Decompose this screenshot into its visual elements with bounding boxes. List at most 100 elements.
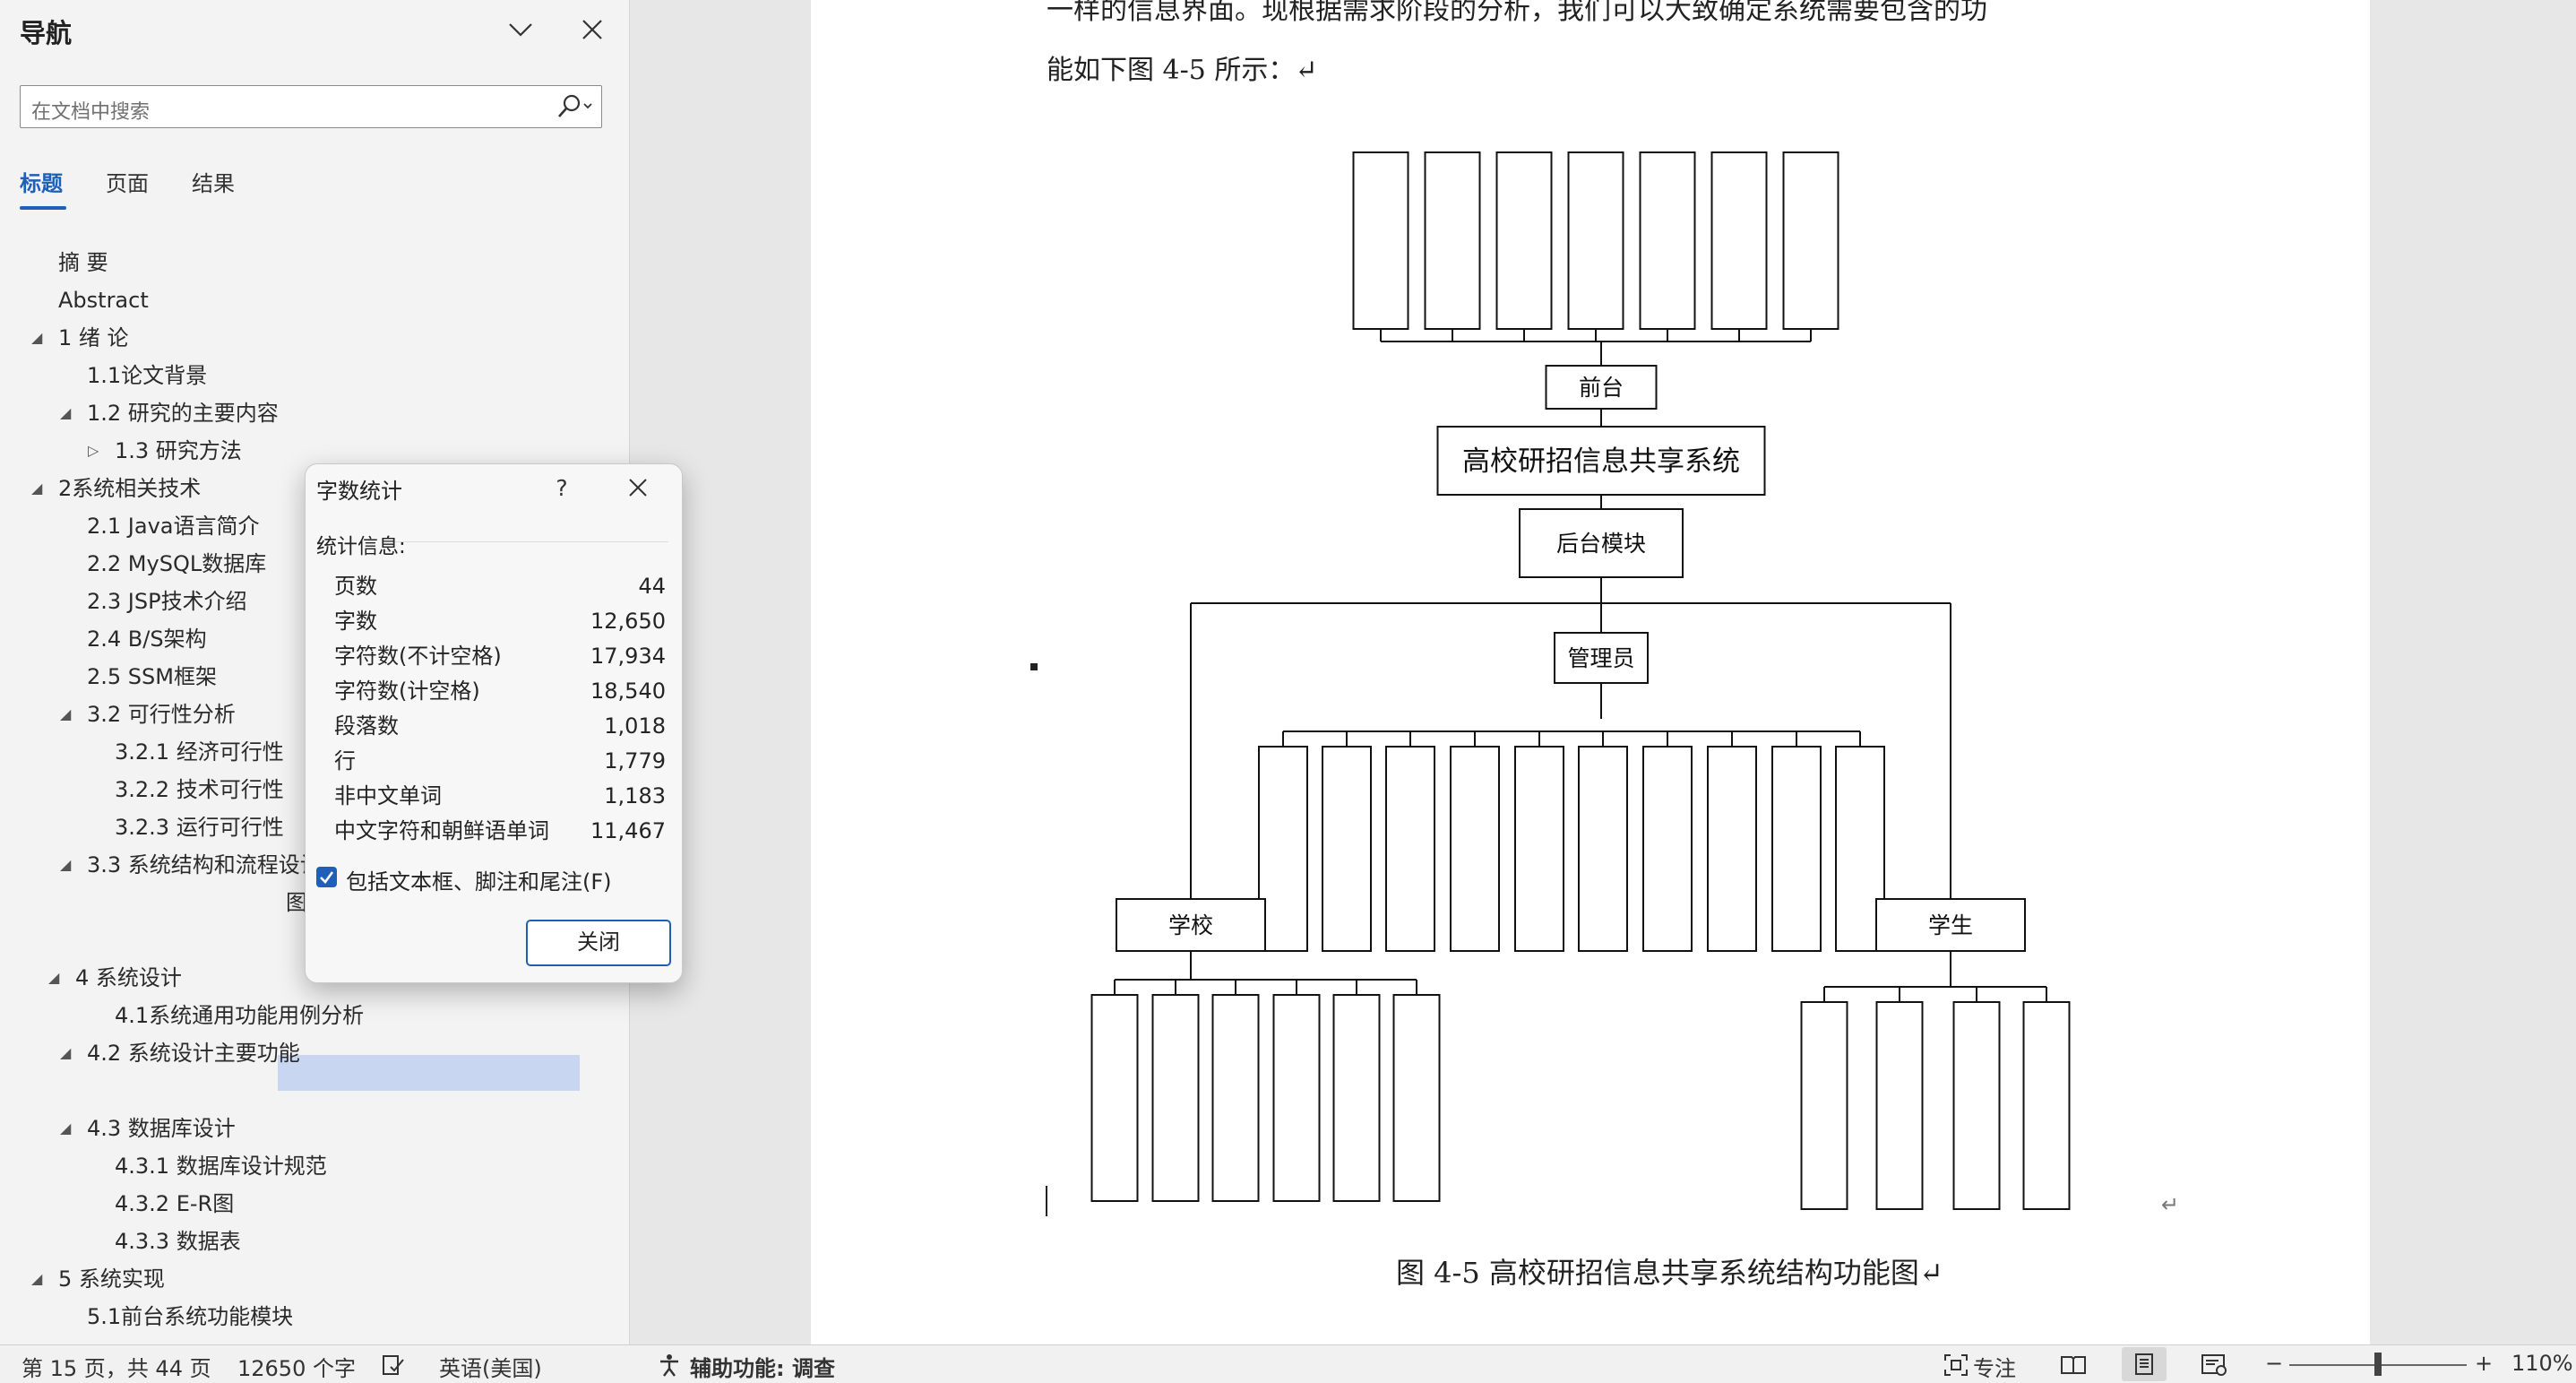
expand-arrow-icon[interactable]: ◢ <box>31 1270 43 1287</box>
nav-heading-item[interactable]: 4.3.3 数据表 <box>115 1229 241 1254</box>
zoom-slider-thumb[interactable] <box>2374 1353 2382 1376</box>
nav-heading-item[interactable]: 图 <box>286 890 307 915</box>
expand-arrow-icon[interactable]: ◢ <box>60 1044 72 1061</box>
expand-arrow-icon[interactable]: ◢ <box>48 969 60 986</box>
nav-heading-item[interactable]: 2.5 SSM框架 <box>87 664 217 689</box>
stat-value: 12,650 <box>590 609 666 634</box>
zoom-out-button[interactable]: − <box>2265 1351 2284 1376</box>
tab-results[interactable]: 结果 <box>192 171 235 196</box>
status-bar: 第 15 页，共 44 页 12650 个字 英语(美国) 辅助功能: 调查 专… <box>0 1344 2576 1383</box>
include-textboxes-label[interactable]: 包括文本框、脚注和尾注(F) <box>346 869 612 895</box>
stat-row: 字符数(计空格) 18,540 <box>334 674 666 709</box>
stat-label: 段落数 <box>334 713 399 739</box>
print-layout-icon[interactable] <box>2122 1347 2167 1381</box>
word-count-dialog: 字数统计 ? 统计信息: 页数 44 字数 12,650 字符数(不计空格) 17,934… <box>305 463 683 983</box>
nav-heading-item[interactable]: 4.3.2 E-R图 <box>115 1191 235 1216</box>
nav-heading-item[interactable]: 4.2 系统设计主要功能 <box>87 1041 300 1066</box>
tab-headings[interactable]: 标题 <box>20 171 63 196</box>
anchor-mark <box>1030 663 1038 670</box>
close-icon[interactable] <box>619 471 657 504</box>
language-indicator[interactable]: 英语(美国) <box>439 1356 542 1381</box>
focus-icon[interactable] <box>1943 1353 1969 1378</box>
paragraph-mark: ↵ <box>2161 1192 2180 1217</box>
nav-heading-item[interactable]: 4.3 数据库设计 <box>87 1116 236 1141</box>
read-mode-icon[interactable] <box>2059 1353 2088 1378</box>
nav-heading-item[interactable]: 3.2.1 经济可行性 <box>115 739 284 765</box>
stat-label: 字符数(计空格) <box>334 679 480 704</box>
stat-value: 1,779 <box>604 748 666 774</box>
nav-heading-item[interactable]: 1.3 研究方法 <box>115 438 242 463</box>
help-icon[interactable]: ? <box>556 474 568 501</box>
expand-arrow-icon[interactable]: ◢ <box>60 1119 72 1137</box>
stat-label: 页数 <box>334 574 377 599</box>
stat-label: 非中文单词 <box>334 783 442 808</box>
web-layout-icon[interactable] <box>2200 1353 2228 1378</box>
dialog-title: 字数统计 <box>316 479 402 504</box>
search-placeholder: 在文档中搜索 <box>31 101 151 124</box>
nav-heading-item[interactable]: 2.4 B/S架构 <box>87 627 207 652</box>
chevron-down-icon[interactable] <box>502 13 539 47</box>
close-icon[interactable] <box>573 13 611 47</box>
stat-label: 中文字符和朝鲜语单词 <box>334 818 549 843</box>
nav-heading-item[interactable]: 3.3 系统结构和流程设计 <box>87 852 322 877</box>
expand-arrow-icon[interactable]: ◢ <box>31 480 43 497</box>
search-icon[interactable] <box>549 86 601 127</box>
zoom-in-button[interactable]: + <box>2475 1351 2494 1376</box>
accessibility-status[interactable]: 辅助功能: 调查 <box>690 1356 835 1381</box>
nav-heading-item[interactable]: 3.2.2 技术可行性 <box>115 777 284 802</box>
nav-heading-item[interactable]: 2系统相关技术 <box>58 476 202 501</box>
nav-heading-item[interactable]: 5 系统实现 <box>58 1266 165 1292</box>
stat-value: 17,934 <box>590 644 666 669</box>
nav-heading-item[interactable]: 5.1前台系统功能模块 <box>87 1304 294 1329</box>
collapse-arrow-icon[interactable]: ▷ <box>88 442 99 459</box>
stat-value: 44 <box>638 574 666 599</box>
nav-heading-item[interactable]: 3.2.3 运行可行性 <box>115 815 284 840</box>
word-counter[interactable]: 12650 个字 <box>237 1356 356 1381</box>
nav-heading-item[interactable]: 2.3 JSP技术介绍 <box>87 589 247 614</box>
active-tab-indicator <box>20 206 66 210</box>
nav-heading-item[interactable]: 1 绪 论 <box>58 325 129 350</box>
stat-value: 1,183 <box>604 783 666 808</box>
expand-arrow-icon[interactable]: ◢ <box>60 856 72 873</box>
document-page[interactable] <box>811 0 2370 1344</box>
nav-heading-item[interactable]: 1.2 研究的主要内容 <box>87 401 279 426</box>
nav-current-position <box>278 1055 580 1091</box>
close-button[interactable]: 关闭 <box>526 920 671 966</box>
stat-value: 18,540 <box>590 679 666 704</box>
page-counter[interactable]: 第 15 页，共 44 页 <box>22 1356 211 1381</box>
nav-heading-item[interactable]: Abstract <box>58 288 149 313</box>
nav-heading-item[interactable]: 3.2 可行性分析 <box>87 702 236 727</box>
nav-heading-item[interactable]: 摘 要 <box>58 250 108 275</box>
nav-heading-item[interactable]: 4.3.1 数据库设计规范 <box>115 1154 327 1179</box>
expand-arrow-icon[interactable]: ◢ <box>60 705 72 722</box>
proofing-icon[interactable] <box>381 1353 406 1378</box>
nav-heading-item[interactable]: 1.1论文背景 <box>87 363 208 388</box>
stat-label: 字数 <box>334 609 377 634</box>
expand-arrow-icon[interactable]: ◢ <box>31 329 43 346</box>
stat-row: 字符数(不计空格) 17,934 <box>334 639 666 674</box>
nav-heading-item[interactable]: 4 系统设计 <box>75 965 182 990</box>
focus-mode-label[interactable]: 专注 <box>1973 1356 2016 1381</box>
zoom-level[interactable]: 110% <box>2511 1351 2573 1376</box>
divider <box>395 541 668 542</box>
accessibility-icon[interactable] <box>656 1353 683 1378</box>
figure-caption: 图 4-5 高校研招信息共享系统结构功能图↵ <box>1396 1256 1943 1290</box>
tab-pages[interactable]: 页面 <box>106 171 149 196</box>
stat-row: 非中文单词 1,183 <box>334 779 666 814</box>
stat-row: 页数 44 <box>334 569 666 604</box>
text-cursor <box>1046 1186 1047 1216</box>
stat-row: 字数 12,650 <box>334 604 666 639</box>
stat-label: 字符数(不计空格) <box>334 644 502 669</box>
search-input[interactable]: 在文档中搜索 <box>20 85 602 128</box>
expand-arrow-icon[interactable]: ◢ <box>60 404 72 421</box>
statistics-heading: 统计信息: <box>316 535 406 558</box>
nav-heading-item[interactable]: 2.1 Java语言简介 <box>87 514 260 539</box>
nav-heading-item[interactable]: 2.2 MySQL数据库 <box>87 551 267 576</box>
body-text-line: 能如下图 4-5 所示：↵ <box>1047 55 1318 86</box>
include-textboxes-checkbox[interactable] <box>316 867 337 887</box>
nav-heading-item[interactable]: 4.1系统通用功能用例分析 <box>115 1003 365 1028</box>
